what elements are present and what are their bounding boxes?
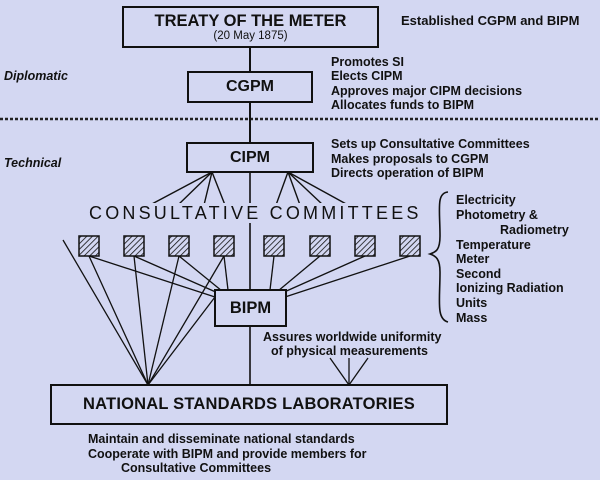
committee-square (213, 235, 235, 257)
nsl-note: Consultative Committees (121, 461, 272, 475)
cgpm-note: Elects CIPM (331, 69, 403, 83)
cgpm-note: Allocates funds to BIPM (331, 98, 475, 112)
committee-item: Photometry & (456, 208, 538, 222)
cipm-note: Directs operation of BIPM (331, 166, 484, 180)
treaty-note: Established CGPM and BIPM (401, 13, 580, 28)
cgpm-note: Promotes SI (331, 55, 404, 69)
nsl-note: Cooperate with BIPM and provide members … (88, 447, 367, 461)
treaty-box: TREATY OF THE METER (20 May 1875) (122, 6, 379, 48)
committee-square (263, 235, 285, 257)
bipm-to-nsl-lines (329, 357, 369, 386)
committee-item: Meter (456, 252, 490, 266)
committee-item: Units (456, 296, 488, 310)
bipm-box: BIPM (214, 289, 287, 327)
cgpm-label: CGPM (226, 78, 274, 95)
cipm-note: Sets up Consultative Committees (331, 137, 530, 151)
treaty-title: TREATY OF THE METER (154, 11, 347, 30)
committee-square (399, 235, 421, 257)
treaty-date: (20 May 1875) (213, 29, 288, 42)
committee-to-bipm-lines (88, 255, 411, 298)
cgpm-note: Approves major CIPM decisions (331, 84, 523, 98)
committee-square (123, 235, 145, 257)
committee-square (168, 235, 190, 257)
committee-item: Radiometry (500, 223, 569, 237)
committee-item: Mass (456, 311, 488, 325)
committees-brace (427, 191, 449, 323)
bipm-note: Assures worldwide uniformity (263, 330, 442, 344)
cipm-note: Makes proposals to CGPM (331, 152, 489, 166)
committee-square (78, 235, 100, 257)
committees-heading: CONSULTATIVE COMMITTEES (87, 203, 424, 223)
cgpm-box: CGPM (187, 71, 313, 103)
zone-label-technical: Technical (4, 156, 62, 170)
bipm-label: BIPM (229, 298, 272, 317)
committee-item: Electricity (456, 193, 516, 207)
committee-to-nsl-lines (62, 239, 225, 386)
zone-label-diplomatic: Diplomatic (4, 69, 68, 83)
committee-item: Second (456, 267, 502, 281)
bipm-note: of physical measurements (271, 344, 429, 358)
committee-item: Ionizing Radiation (456, 281, 564, 295)
cipm-fan-lines (149, 171, 349, 206)
nsl-box: NATIONAL STANDARDS LABORATORIES (50, 384, 448, 425)
cipm-box: CIPM (186, 142, 314, 173)
committee-item: Temperature (456, 238, 531, 252)
committee-square (309, 235, 331, 257)
nsl-label: NATIONAL STANDARDS LABORATORIES (83, 395, 415, 413)
committee-square (354, 235, 376, 257)
nsl-note: Maintain and disseminate national standa… (88, 432, 355, 446)
cipm-label: CIPM (230, 148, 270, 166)
